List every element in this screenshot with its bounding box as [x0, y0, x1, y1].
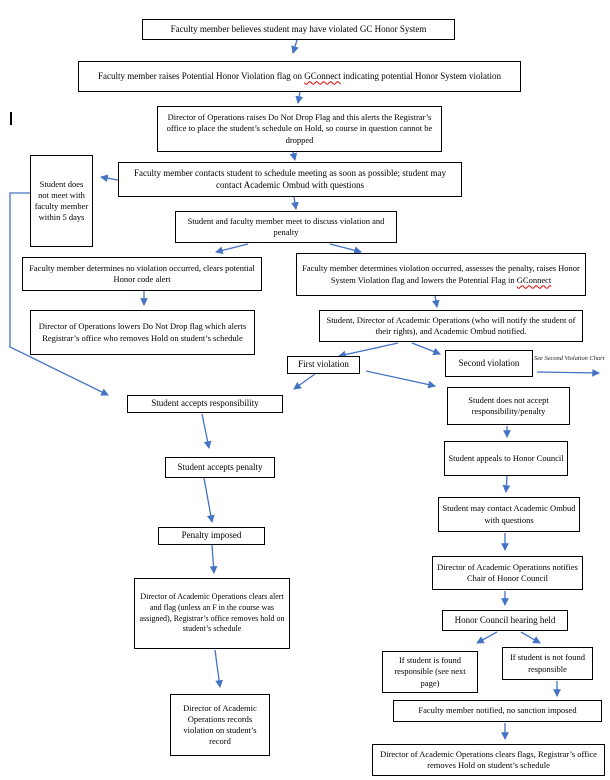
flow-arrow [289, 151, 298, 162]
flow-arrow [201, 413, 212, 450]
node-not-found-responsible: If student is not found responsible [502, 647, 593, 680]
node-clears-flags-removes-hold: Director of Academic Operations clears f… [372, 744, 605, 776]
flow-arrow [214, 649, 223, 689]
flow-arrow [203, 477, 215, 524]
node-text: Student accepts responsibility [151, 398, 259, 409]
node-text: Faculty member contacts student to sched… [134, 167, 446, 190]
flow-arrow [476, 631, 498, 644]
node-student-does-not-meet: Student does not meet with faculty membe… [30, 155, 93, 247]
spellcheck-underline-word: GConnect [516, 274, 552, 285]
node-text: First violation [298, 359, 349, 370]
node-text: Faculty member determines no violation o… [29, 262, 255, 284]
node-text: Student appeals to Honor Council [448, 452, 564, 463]
node-text: Student and faculty member meet to discu… [187, 215, 385, 237]
node-accepts-responsibility: Student accepts responsibility [127, 395, 283, 413]
node-appeals-honor-council: Student appeals to Honor Council [444, 441, 568, 476]
node-no-sanction-imposed: Faculty member notified, no sanction imp… [393, 700, 602, 722]
node-records-violation: Director of Academic Operations records … [170, 694, 270, 756]
node-text-post: indicating potential Honor System violat… [340, 70, 501, 81]
node-does-not-accept-responsibility: Student does not accept responsibility/p… [447, 387, 570, 425]
node-text-pre: Faculty member determines violation occu… [302, 263, 580, 285]
node-text: Faculty member notified, no sanction imp… [418, 705, 577, 716]
node-text: Honor Council hearing held [454, 614, 556, 625]
flow-arrow [209, 544, 218, 575]
node-text: Director of Operations raises Do Not Dro… [166, 112, 433, 145]
node-text: Student does not accept responsibility/p… [468, 394, 549, 416]
flow-arrow [329, 243, 363, 255]
node-text: Student accepts penalty [177, 461, 263, 472]
flow-arrow [291, 196, 299, 211]
node-meet-to-discuss: Student and faculty member meet to discu… [175, 211, 397, 243]
flow-arrow [431, 295, 440, 309]
node-text: Second violation [458, 357, 520, 368]
node-parties-notified: Student, Director of Academic Operations… [319, 310, 583, 342]
node-text: Student may contact Academic Ombud with … [442, 503, 576, 525]
node-text: Faculty member determines violation occu… [300, 263, 582, 285]
flow-arrow [365, 370, 437, 389]
node-raises-potential-flag: Faculty member raises Potential Honor Vi… [78, 61, 521, 92]
node-text: Director of Academic Operations records … [183, 702, 257, 747]
node-text-pre: Faculty member raises Potential Honor Vi… [98, 70, 305, 81]
text-cursor [10, 112, 12, 125]
node-text: Student does not meet with faculty membe… [34, 178, 89, 223]
node-text: Director of Operations lowers Do Not Dro… [38, 321, 247, 343]
node-may-contact-ombud: Student may contact Academic Ombud with … [438, 497, 580, 532]
node-text: Student, Director of Academic Operations… [326, 314, 576, 336]
flow-arrow-see-second-chart [536, 368, 601, 377]
node-text: If student is found responsible (see nex… [394, 655, 466, 688]
node-faculty-contacts-student: Faculty member contacts student to sched… [118, 162, 462, 197]
node-violation-determined: Faculty member determines violation occu… [296, 253, 586, 296]
node-do-not-drop-flag: Director of Operations raises Do Not Dro… [157, 106, 442, 152]
node-text: Director of Academic Operations clears a… [139, 591, 285, 634]
node-text: Faculty member believes student may have… [170, 23, 427, 34]
node-faculty-believes-violation: Faculty member believes student may have… [142, 19, 455, 40]
node-text: Director of Academic Operations notifies… [437, 561, 578, 583]
node-first-violation: First violation [287, 356, 360, 374]
node-text: If student is not found responsible [509, 652, 586, 674]
flow-arrow [520, 631, 541, 644]
spellcheck-underline-word: GConnect [304, 70, 341, 81]
node-second-violation: Second violation [445, 350, 533, 377]
node-no-violation-determined: Faculty member determines no violation o… [22, 257, 262, 291]
node-text: Penalty imposed [181, 530, 242, 541]
node-lowers-do-not-drop: Director of Operations lowers Do Not Dro… [30, 310, 255, 355]
flow-arrow [411, 342, 441, 356]
flow-arrow [502, 475, 511, 494]
flow-arrow [295, 91, 304, 105]
node-hearing-held: Honor Council hearing held [442, 610, 568, 631]
node-accepts-penalty: Student accepts penalty [165, 457, 275, 478]
see-second-violation-chart-label: See Second Violation Chart [534, 355, 605, 362]
node-found-responsible: If student is found responsible (see nex… [382, 651, 478, 693]
flow-arrow [293, 373, 316, 390]
flow-arrow [337, 342, 399, 359]
node-text: Director of Academic Operations clears f… [380, 748, 597, 770]
flow-arrow [291, 39, 299, 54]
node-clears-alert-and-flag: Director of Academic Operations clears a… [134, 578, 290, 649]
node-penalty-imposed: Penalty imposed [158, 527, 265, 545]
flow-arrow [214, 243, 249, 255]
node-notifies-chair: Director of Academic Operations notifies… [432, 556, 583, 590]
node-text: Faculty member raises Potential Honor Vi… [98, 71, 501, 83]
